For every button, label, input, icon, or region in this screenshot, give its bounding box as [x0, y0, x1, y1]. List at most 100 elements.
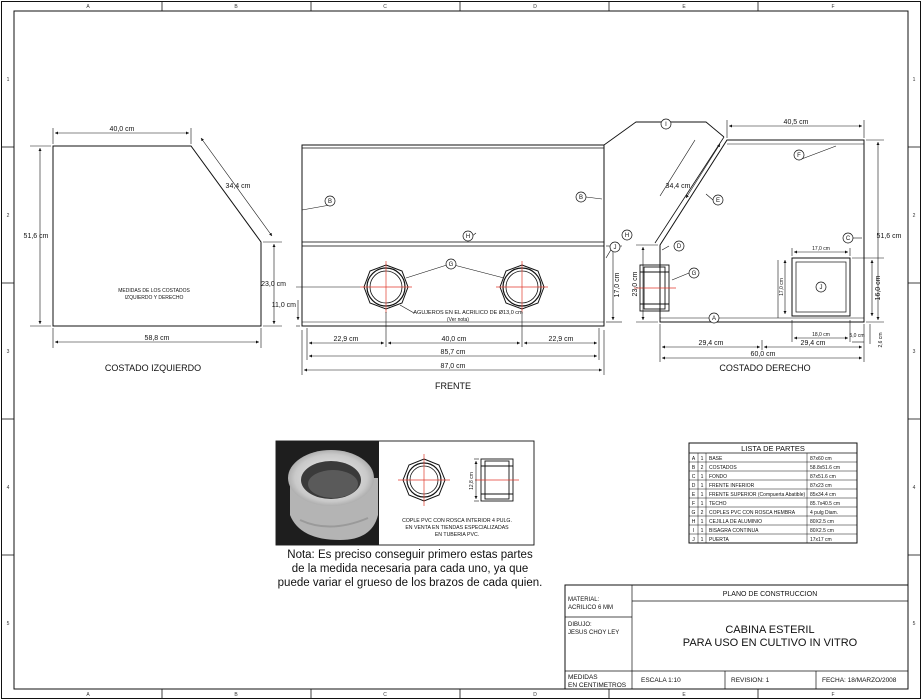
- zone-col-a: A: [86, 4, 90, 10]
- zone-row-3: 3: [7, 349, 10, 355]
- part-size: 80X2.5 cm: [810, 528, 834, 534]
- front-hole-label: AGUJEROS EN EL ACRILICO DE Ø13,0 cm: [413, 310, 523, 316]
- part-qty: 2: [701, 510, 704, 516]
- part-name: BASE: [709, 456, 723, 462]
- units-line1: MEDIDAS: [568, 674, 598, 681]
- right-dim-right: 29,4 cm: [801, 340, 826, 347]
- coupling-detail: 12,8 cm COPLE PVC CON ROSCA INTERIOR 4 P…: [275, 440, 535, 546]
- coupling-caption-line3: EN TUBERIA PVC.: [435, 532, 479, 538]
- zone-col-e: E: [682, 4, 686, 10]
- part-balloons: [324, 118, 854, 324]
- scale: ESCALA 1:10: [641, 677, 681, 684]
- balloon-h-right: H: [625, 233, 629, 239]
- right-door: [777, 257, 851, 318]
- coupling-caption-line2: EN VENTA EN TIENDAS ESPECIALIZADAS: [405, 525, 509, 531]
- main-title-line1: CABINA ESTERIL: [725, 624, 814, 636]
- left-side-view: 40,0 cm 34,4 cm 51,6 cm 23,0 cm 58,8 cm …: [24, 126, 287, 373]
- part-id: A: [692, 456, 696, 462]
- right-dim-16: 16,0 cm: [875, 275, 882, 300]
- balloon-b-front-right: B: [579, 195, 583, 201]
- balloon-a: A: [712, 316, 716, 322]
- zone-col-a-bottom: A: [86, 692, 90, 698]
- left-dim-bottom: 58,8 cm: [145, 335, 170, 342]
- note-line-3: puede variar el grueso de los brazos de …: [277, 577, 543, 589]
- part-balloon-letters: B B H G J I F E C D H G A J: [328, 122, 851, 322]
- zone-col-f: F: [831, 4, 834, 10]
- left-dim-front: 23,0 cm: [261, 281, 286, 288]
- front-dim-left: 22,9 cm: [334, 336, 359, 343]
- part-name: PUERTA: [709, 537, 729, 543]
- part-name: TECHO: [709, 501, 727, 507]
- front-dim-inner: 85,7 cm: [441, 349, 466, 356]
- right-dim-26: 2,6 cm: [878, 332, 884, 347]
- part-id: B: [692, 465, 696, 471]
- revision: REVISION: 1: [731, 677, 770, 684]
- front-view: AGUJEROS EN EL ACRILICO DE Ø13,0 cm (Ver…: [272, 144, 622, 391]
- right-dim-door-h: 17,0 cm: [779, 278, 785, 296]
- parts-list-title: LISTA DE PARTES: [741, 444, 805, 453]
- part-size: 4 pulg Diam.: [810, 510, 838, 516]
- title-block: PLANO DE CONSTRUCCION MATERIAL: ACRILICO…: [564, 584, 909, 690]
- zone-col-c: C: [383, 4, 387, 10]
- front-hole-left: [360, 261, 412, 313]
- balloon-c: C: [846, 236, 851, 242]
- coupling-end-view: [398, 454, 450, 506]
- right-coupling-side: [634, 264, 676, 312]
- zone-col-d: D: [533, 4, 537, 10]
- balloon-g-front: G: [449, 262, 454, 268]
- right-dim-18: 18,0 cm: [812, 332, 830, 338]
- front-dim-mid: 40,0 cm: [442, 336, 467, 343]
- part-name: CEJILLA DE ALUMINIO: [709, 519, 762, 525]
- front-hole-note: (Ver nota): [447, 317, 469, 323]
- zone-row-5-right: 5: [913, 621, 916, 627]
- part-size: 87x23 cm: [810, 483, 832, 489]
- balloon-e: E: [716, 198, 720, 204]
- date: FECHA: 18/MARZO/2008: [822, 677, 897, 684]
- front-dim-17: 17,0 cm: [614, 272, 621, 297]
- zone-row-4: 4: [7, 485, 10, 491]
- part-qty: 1: [701, 501, 704, 507]
- part-qty: 1: [701, 483, 704, 489]
- part-qty: 1: [701, 528, 704, 534]
- part-name: COPLES PVC CON ROSCA HEMBRA: [709, 510, 796, 516]
- part-id: D: [692, 483, 696, 489]
- zone-row-1: 1: [7, 77, 10, 83]
- part-qty: 1: [701, 537, 704, 543]
- balloon-b-front-left: B: [328, 199, 332, 205]
- coupling-photo: [276, 441, 379, 545]
- part-qty: 1: [701, 456, 704, 462]
- right-dim-door-w: 17,0 cm: [812, 246, 830, 252]
- drawing-value: JESUS CHOY LEY: [568, 630, 619, 636]
- right-side-view: 40,5 cm 34,4 cm 51,6 cm 23,0 cm 17,0 cm …: [603, 119, 902, 373]
- main-title-line2: PARA USO EN CULTIVO IN VITRO: [683, 637, 858, 649]
- part-size: 80X2.5 cm: [810, 519, 834, 525]
- right-dim-5: 5,0 cm: [849, 333, 864, 339]
- zone-col-e-bottom: E: [682, 692, 686, 698]
- zone-col-d-bottom: D: [533, 692, 537, 698]
- part-size: 58.8x51.6 cm: [810, 465, 840, 471]
- part-name: FRENTE INFERIOR: [709, 483, 755, 489]
- part-qty: 1: [701, 519, 704, 525]
- zone-row-2-right: 2: [913, 213, 916, 219]
- left-dim-top: 40,0 cm: [110, 126, 135, 133]
- part-id: E: [692, 492, 696, 498]
- zone-row-5: 5: [7, 621, 10, 627]
- part-name: COSTADOS: [709, 465, 737, 471]
- part-size: 17x17 cm: [810, 537, 832, 543]
- left-dim-slant: 34,4 cm: [226, 183, 251, 190]
- balloon-g-right: G: [692, 271, 697, 277]
- zone-row-3-right: 3: [913, 349, 916, 355]
- part-name: FONDO: [709, 474, 727, 480]
- note-line-2: de la medida necesaria para cada uno, ya…: [291, 563, 529, 575]
- zone-labels: A B C D E F A B C D E F 1 2 3 4 5 1 2 3 …: [7, 4, 916, 698]
- right-dim-height: 51,6 cm: [877, 233, 902, 240]
- right-dim-left: 29,4 cm: [699, 340, 724, 347]
- part-name: BISAGRA CONTINUA: [709, 528, 759, 534]
- coupling-dim: 12,8 cm: [469, 472, 475, 490]
- right-view-title: COSTADO DERECHO: [719, 363, 810, 373]
- part-size: 87x60 cm: [810, 456, 832, 462]
